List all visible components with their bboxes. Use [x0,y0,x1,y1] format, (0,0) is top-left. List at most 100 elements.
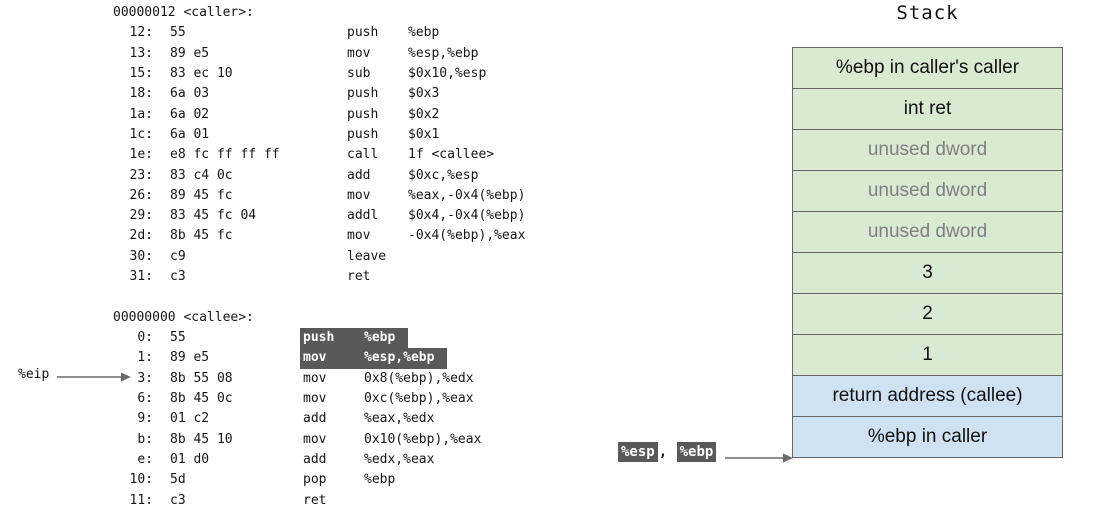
bytes-col: 8b 45 10 [170,431,233,447]
callee-header: 00000000 <callee>: [113,309,254,325]
addr-col: e: [137,451,153,467]
stack-cell: unused dword [793,171,1062,212]
operands-col: 0x10(%ebp),%eax [364,431,482,447]
bytes-col: 83 ec 10 [170,65,233,81]
operands-col: $0x4,-0x4(%ebp) [408,208,526,224]
mnemonic-col: add [303,451,327,467]
addr-col: 0: [137,330,153,345]
mnemonic-col: push [347,86,379,102]
caller-header: 00000012 <caller>: [113,5,254,20]
addr-col: 2d: [129,228,153,244]
mnemonic-col: ret [303,492,327,508]
mnemonic-col: sub [347,65,371,81]
eip-register-label: %eip [18,367,50,382]
operands-col: %ebp [364,330,396,345]
bytes-col: e8 fc ff ff ff [170,147,280,163]
operands-col: %ebp [364,472,396,488]
bytes-col: c3 [170,269,186,285]
addr-col: 29: [129,208,153,224]
eip-arrow-icon [57,372,131,382]
disassembly-listing: 00000012 <caller>: 12: 55 push %ebp 13: 89 e… [0,3,525,511]
bytes-col: 8b 45 fc [170,228,233,244]
addr-col: 12: [129,25,153,41]
asm-line: 23: 83 c4 0c add $0xc,%esp [0,166,525,186]
mnemonic-col: mov [347,45,371,61]
addr-col: 9: [137,411,153,427]
stack-cell: 1 [793,335,1062,376]
asm-line: 18: 6a 03 push $0x3 [0,84,525,104]
addr-col: 31: [129,269,153,285]
bytes-col: 83 c4 0c [170,167,233,183]
stack-diagram: %ebp in caller's caller int ret unused d… [792,47,1063,458]
mnemonic-col: mov [303,370,327,386]
esp-ebp-register-labels: %esp, %ebp [618,442,717,462]
operands-col: %esp,%ebp [364,350,435,366]
mnemonic-col: mov [347,187,371,203]
mnemonic-col: ret [347,269,371,285]
operands-col: $0xc,%esp [408,167,479,183]
bytes-col: 89 e5 [170,45,210,61]
addr-col: 23: [129,167,153,183]
operands-col: %edx,%eax [364,451,435,467]
mnemonic-col: add [303,411,327,427]
addr-col: 1c: [129,126,153,142]
blank-line [0,287,525,307]
operands-col: %eax,%edx [364,411,435,427]
asm-line: 1e: e8 fc ff ff ff call 1f <callee> [0,145,525,165]
bytes-col: 6a 03 [170,86,210,102]
addr-col: 3: [137,370,153,386]
comma-separator: , [658,444,668,460]
esp-register-label: %esp [618,442,658,462]
operands-col: 0xc(%ebp),%eax [364,390,474,406]
addr-col: b: [137,431,153,447]
stack-cell: 3 [793,253,1062,294]
stack-cell: %ebp in caller [793,417,1062,457]
addr-col: 13: [129,45,153,61]
mnemonic-col: add [347,167,371,183]
bytes-col: 89 e5 [170,350,210,366]
mnemonic-col: addl [347,208,379,224]
mnemonic-col: push [347,106,379,122]
stack-cell: return address (callee) [793,376,1062,417]
bytes-col: 6a 01 [170,126,210,142]
addr-col: 6: [137,390,153,406]
operands-col: $0x3 [408,86,440,102]
operands-col: 1f <callee> [408,147,495,163]
stack-title: Stack [896,2,959,24]
mnemonic-col: push [347,126,379,142]
bytes-col: 01 d0 [170,451,210,467]
asm-line: e: 01 d0 add %edx,%eax [0,450,525,470]
addr-col: 1e: [129,147,153,163]
operands-col: %ebp [408,25,440,41]
operands-col: %eax,-0x4(%ebp) [408,187,526,203]
mnemonic-col: push [347,25,379,41]
asm-line: 13: 89 e5 mov %esp,%ebp [0,44,525,64]
esp-ebp-arrow-icon [725,453,793,463]
mnemonic-col: mov [303,390,327,406]
stack-cell: unused dword [793,212,1062,253]
bytes-col: c3 [170,492,186,508]
mnemonic-col: pop [303,472,327,488]
mnemonic-col: call [347,147,379,163]
bytes-col: c9 [170,248,186,264]
bytes-col: 55 [170,25,186,41]
operands-col: %esp,%ebp [408,45,479,61]
operands-col: 0x8(%ebp),%edx [364,370,474,386]
asm-line: 12: 55 push %ebp [0,23,525,43]
mnemonic-col: mov [303,350,327,366]
bytes-col: 6a 02 [170,106,210,122]
mnemonic-col: push [303,330,335,345]
ebp-register-label: %ebp [676,442,717,462]
bytes-col: 8b 55 08 [170,370,233,386]
addr-col: 10: [129,472,153,488]
addr-col: 18: [129,86,153,102]
